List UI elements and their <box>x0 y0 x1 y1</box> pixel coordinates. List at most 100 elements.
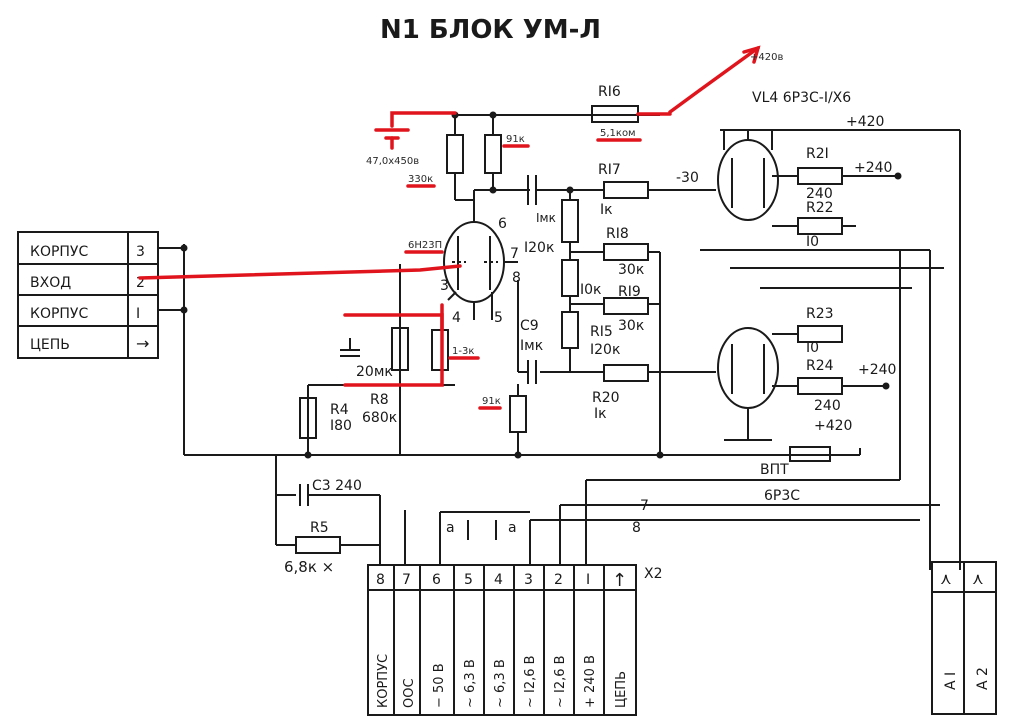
x2-pin: 4 <box>494 572 503 588</box>
out-pin: ⋏ <box>972 569 984 588</box>
output-tube-label: VL4 6P3C-I/X6 <box>752 90 851 106</box>
a1-label: а <box>446 520 455 536</box>
x2-label: − 50 В <box>432 663 447 708</box>
output-network: R2I 240 +240 R22 I0 R23 I0 R24 240 +240 … <box>439 129 961 570</box>
diagram-title: N1 БЛОК УМ-Л <box>380 15 601 45</box>
r21-value: 240 <box>806 186 833 202</box>
input-row-label: КОРПУС <box>30 244 88 260</box>
out-pin: ⋏ <box>940 569 952 588</box>
lead7-label: 7 <box>640 498 649 514</box>
pin-label: 3 <box>440 278 449 294</box>
r-i20k-label: I20к <box>524 240 554 256</box>
annot-330k: 330к <box>408 174 433 185</box>
x2-label: ~ 6,3 В <box>493 659 508 708</box>
r5-label: R5 <box>310 520 329 536</box>
x2-pin: 8 <box>376 572 385 588</box>
x2-label: + 240 В <box>583 655 598 708</box>
r22-value: I0 <box>806 234 819 250</box>
cap-top-label: Iмк <box>536 211 556 225</box>
r23-label: R23 <box>806 306 834 322</box>
x2-label: ~ I2,6 В <box>523 655 538 708</box>
c-20mk-label: 20мк <box>356 364 393 380</box>
r21-label: R2I <box>806 146 829 162</box>
vpt-label: ВПТ <box>760 462 789 478</box>
input-row-label: ВХОД <box>30 275 71 291</box>
r-10k-label: I0к <box>580 282 602 298</box>
r4-label: R4 <box>330 402 349 418</box>
a2-label: а <box>508 520 517 536</box>
input-row-label: ЦЕПЬ <box>30 337 70 353</box>
r8-value: 680к <box>362 410 397 426</box>
r15-value: I20к <box>590 342 620 358</box>
x2-label: ~ I2,6 В <box>553 655 568 708</box>
annot-cap: 47,0х450в <box>366 156 419 167</box>
input-row-pin: I <box>136 306 140 322</box>
input-row-pin: 2 <box>136 275 145 291</box>
x2-pin: 7 <box>402 572 411 588</box>
annot-1-3k: 1-3к <box>452 346 474 357</box>
c9-value: Iмк <box>520 338 543 354</box>
r24-label: R24 <box>806 358 834 374</box>
x2-pin: 5 <box>464 572 473 588</box>
annot-91k-bot: 91к <box>482 396 501 407</box>
tube2-label: 6P3C <box>764 488 800 504</box>
r18-value: 30к <box>618 262 644 278</box>
c9-label: C9 <box>520 318 539 334</box>
r4-value: I80 <box>330 418 352 434</box>
annot-420v: +420в <box>750 52 783 63</box>
r17-value: Iк <box>600 202 613 218</box>
input-row-label: КОРПУС <box>30 306 88 322</box>
output-connector: ⋏ ⋏ А I А 2 <box>931 561 997 715</box>
r5-value: 6,8к × <box>284 558 334 576</box>
x2-label: ООС <box>402 678 417 708</box>
x2-pin: 2 <box>554 572 563 588</box>
pin-label: 8 <box>512 270 521 286</box>
upper-network: RI6 Iмк I20к I0к RI7 Iк -30 RI8 30к <box>446 84 716 455</box>
pin-label: 7 <box>510 246 519 262</box>
plus240-a-label: +240 <box>854 160 892 176</box>
x2-label: ~ 6,3 В <box>463 659 478 708</box>
plus420-b-label: +420 <box>814 418 852 434</box>
plus420-top-label: +420 <box>846 114 884 130</box>
r18-label: RI8 <box>606 226 629 242</box>
pin-label: 5 <box>494 310 503 326</box>
minus30-label: -30 <box>676 170 699 186</box>
input-connector: КОРПУС 3 ВХОД 2 КОРПУС I ЦЕПЬ → <box>17 231 159 359</box>
x2-label: КОРПУС <box>376 654 391 708</box>
r15-label: RI5 <box>590 324 613 340</box>
out-label: А I <box>943 672 959 690</box>
x2-connector: X2 8 7 6 5 4 3 2 I ↑ КОРПУС ООС − 50 В ~… <box>367 564 663 716</box>
r23-value: I0 <box>806 340 819 356</box>
x2-pin: I <box>586 572 590 588</box>
plus240-b-label: +240 <box>858 362 896 378</box>
annot-tube: 6Н23П <box>408 240 442 251</box>
out-label: А 2 <box>975 667 991 690</box>
r19-value: 30к <box>618 318 644 334</box>
input-tube: 6 7 8 3 4 5 <box>440 190 521 326</box>
input-row-pin: 3 <box>136 244 145 260</box>
r17-label: RI7 <box>598 162 621 178</box>
c3-label: C3 240 <box>312 478 362 494</box>
x2-pin: 6 <box>432 572 441 588</box>
r16-label: RI6 <box>598 84 621 100</box>
r22-label: R22 <box>806 200 834 216</box>
annot-r16: 5,1ком <box>600 128 636 139</box>
x2-pin: ↑ <box>612 570 627 591</box>
r20-label: R20 <box>592 390 620 406</box>
r19-label: RI9 <box>618 284 641 300</box>
output-tube-lower <box>717 327 779 441</box>
feedback-network: C3 240 R5 6,8к × <box>275 455 406 576</box>
x2-pin: 3 <box>524 572 533 588</box>
output-tube-upper: VL4 6P3C-I/X6 +420 <box>717 90 884 221</box>
input-row-pin: → <box>136 334 149 353</box>
cathode-network: R4 I80 R8 680к 20мк <box>299 264 455 455</box>
red-modifications <box>138 45 761 410</box>
r8-label: R8 <box>370 392 389 408</box>
r20-value: Iк <box>594 406 607 422</box>
annot-91k-top: 91к <box>506 134 525 145</box>
pin-label: 6 <box>498 216 507 232</box>
pin-label: 4 <box>452 310 461 326</box>
x2-name: X2 <box>644 566 663 582</box>
lead8-label: 8 <box>632 520 641 536</box>
